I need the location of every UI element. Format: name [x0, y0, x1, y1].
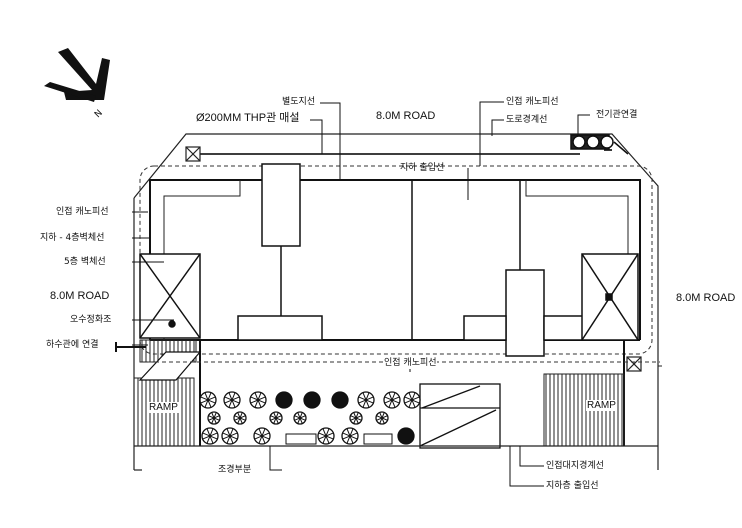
stair-box: [419, 383, 501, 449]
tree-symbol-icon: [249, 391, 267, 409]
tree-symbol-icon: [357, 391, 375, 409]
label-canopy-top: 인접 캐노피선: [506, 97, 559, 107]
road-label-right: 8.0M ROAD: [676, 292, 736, 304]
label-septic: 오수정화조: [70, 315, 112, 325]
electric-connection-symbol: [570, 134, 629, 155]
manhole-icon: [185, 146, 642, 372]
tree-symbol-icon: [293, 411, 307, 425]
septic-tank: [139, 253, 201, 339]
landscape-trees: [199, 391, 421, 445]
label-underground-entrance: 지하층 출입선: [546, 481, 599, 491]
label-landscape: 조경부분: [218, 465, 252, 475]
tree-symbol-icon: [275, 391, 293, 409]
tree-symbol-icon: [199, 391, 217, 409]
tree-symbol-icon: [223, 391, 241, 409]
tree-symbol-icon: [303, 391, 321, 409]
pipe-label: Ø200MM THP관 매설: [196, 112, 300, 124]
tree-symbol-icon: [253, 427, 271, 445]
label-road-boundary: 도로경계선: [506, 115, 548, 125]
tree-symbol-icon: [221, 427, 239, 445]
tree-symbol-icon: [403, 391, 421, 409]
tree-symbol-icon: [331, 391, 349, 409]
label-5f-wall: 5층 벽체선: [64, 257, 106, 267]
tree-symbol-icon: [341, 427, 359, 445]
svg-text:N: N: [93, 108, 105, 120]
label-underground-entrance-top: 지하 출입선: [400, 163, 445, 173]
tree-symbol-icon: [397, 427, 415, 445]
tree-symbol-icon: [317, 427, 335, 445]
equipment-box: [581, 253, 639, 341]
label-sewer: 하수관에 연결: [46, 340, 99, 350]
planter-boxes: [285, 433, 393, 445]
label-underground-wall: 지하 - 4층벽체선: [40, 233, 105, 243]
drain-symbol-icon: [115, 342, 146, 352]
tree-symbol-icon: [349, 411, 363, 425]
label-canopy-bottom: 인접 캐노피선: [384, 358, 437, 369]
label-adjacent-boundary: 인접대지경계선: [546, 461, 604, 471]
core-structures: [237, 163, 587, 357]
tree-symbol-icon: [383, 391, 401, 409]
ramp-label-left: RAMP: [148, 402, 179, 413]
canopy-dashed-loop: [139, 165, 653, 355]
pipe-line: [200, 149, 612, 155]
tree-symbol-icon: [201, 427, 219, 445]
tree-symbol-icon: [207, 411, 221, 425]
tree-symbol-icon: [375, 411, 389, 425]
north-arrow-icon: N: [44, 48, 110, 120]
label-canopy-left: 인접 캐노피선: [56, 207, 109, 217]
road-label-top: 8.0M ROAD: [376, 110, 436, 122]
tree-symbol-icon: [269, 411, 283, 425]
ramp-label-right: RAMP: [586, 400, 617, 411]
road-label-left: 8.0M ROAD: [50, 290, 110, 302]
label-separate-line: 별도지선: [282, 97, 316, 107]
tree-symbol-icon: [233, 411, 247, 425]
leader-lines: [132, 101, 590, 487]
label-electric: 전기관연결: [596, 110, 638, 120]
